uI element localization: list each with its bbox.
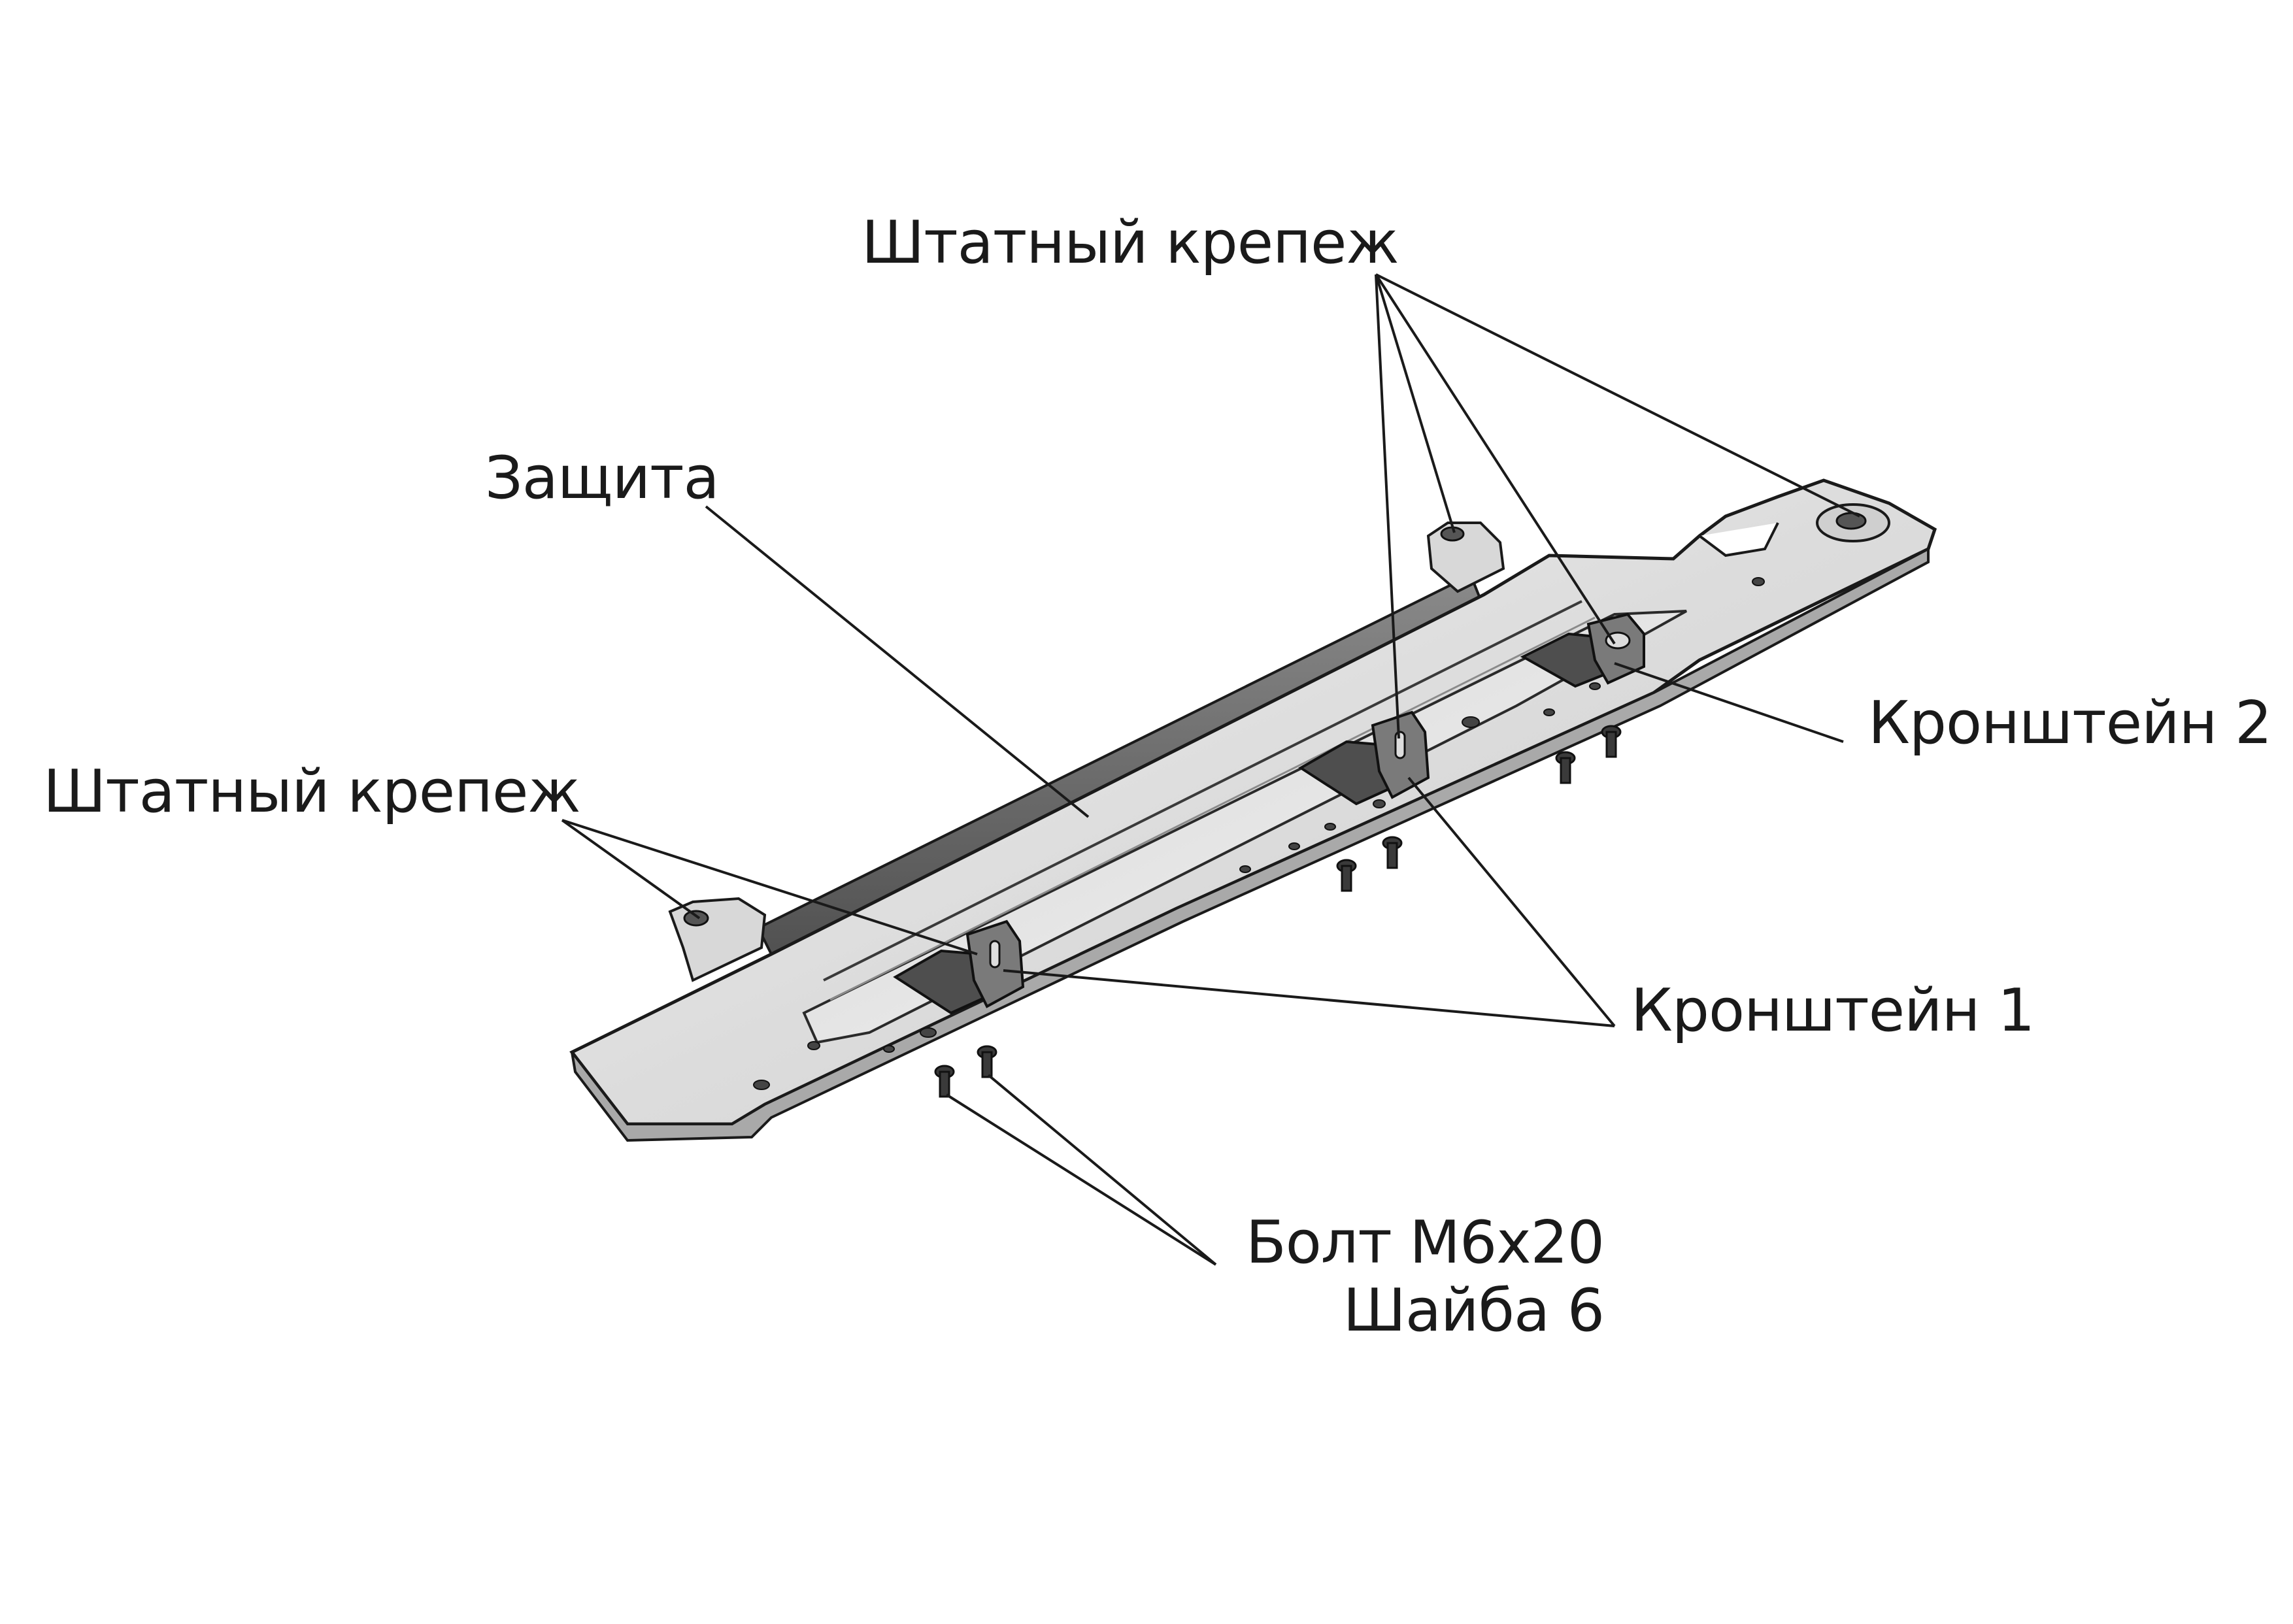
bracket-2 [1520,612,1645,688]
fastener-hole [1835,512,1867,530]
label-guard: Защита [485,444,720,512]
bolt-icon [1601,725,1622,758]
leader-lines [561,273,1860,1266]
fastener-tab-left [668,897,767,982]
bolts [934,725,1622,1098]
bracket-1 [893,920,1025,1015]
label-standard-fastener-top: Штатный крепеж [862,208,1399,277]
guard-notch [1698,522,1779,557]
label-bracket-1: Кронштейн 1 [1631,976,2035,1045]
fastener-pad-right [1816,503,1890,542]
label-washer: Шайба 6 [1343,1276,1605,1345]
bolt-icon [934,1065,955,1098]
label-bolt-washer: Болт М6х20 Шайба 6 [1246,1208,1605,1345]
edge-holes [753,577,1765,1090]
fastener-hole [683,910,709,927]
bolt-icon [1382,836,1403,869]
bracket-slot [989,940,1001,969]
label-bracket-2: Кронштейн 2 [1868,689,2272,757]
guard-rib-line [823,600,1582,982]
bracket-1-middle [1298,710,1430,806]
bracket-slot [1605,631,1631,650]
label-standard-fastener-left: Штатный крепеж [43,757,580,826]
guard-front-lip [571,546,1930,1142]
bracket-slot [1394,731,1406,759]
bolt-icon [1336,859,1357,892]
fastener-tab-middle [1426,522,1505,593]
bolt-icon [977,1045,997,1078]
guard-rib-line-2 [829,616,1596,1001]
bolt-icon [1555,751,1576,784]
label-bolt: Болт М6х20 [1246,1208,1605,1277]
